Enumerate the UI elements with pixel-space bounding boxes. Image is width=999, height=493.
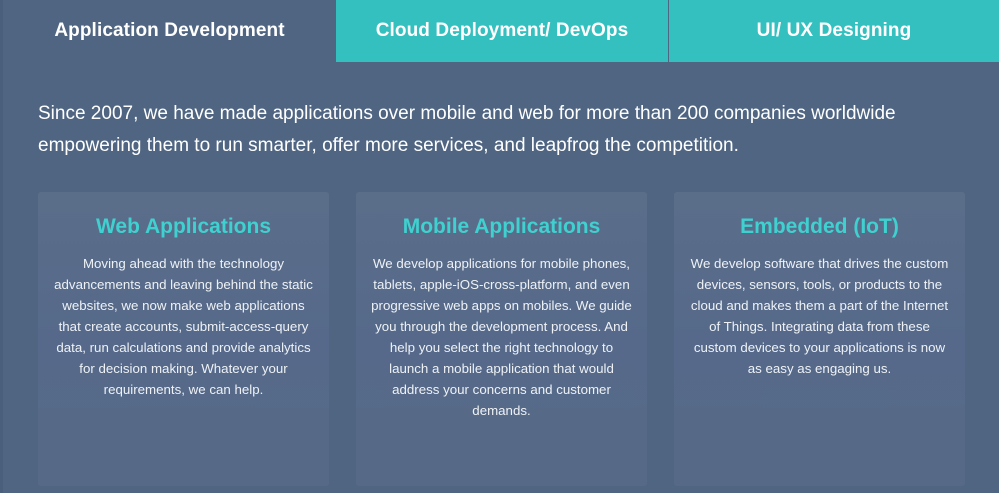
card-embedded-iot: Embedded (IoT) We develop software that … xyxy=(674,192,965,486)
card-description: We develop applications for mobile phone… xyxy=(371,256,632,418)
intro-paragraph: Since 2007, we have made applications ov… xyxy=(38,103,896,156)
left-edge-divider xyxy=(0,0,3,493)
card-description: Moving ahead with the technology advance… xyxy=(54,256,313,397)
card-title: Web Applications xyxy=(95,215,271,238)
card-title: Mobile Applications xyxy=(402,215,601,238)
card-mobile-applications: Mobile Applications We develop applicati… xyxy=(356,192,647,486)
card-web-applications: Web Applications Moving ahead with the t… xyxy=(38,192,329,486)
service-cards: Web Applications Moving ahead with the t… xyxy=(38,192,966,486)
tab-ui-ux-designing[interactable]: UI/ UX Designing xyxy=(669,0,999,62)
tab-cloud-deployment-devops[interactable]: Cloud Deployment/ DevOps xyxy=(336,0,669,62)
card-description: We develop software that drives the cust… xyxy=(690,256,949,376)
service-tabs: Application Development Cloud Deployment… xyxy=(3,0,999,62)
card-title: Embedded (IoT) xyxy=(740,215,899,238)
tab-application-development[interactable]: Application Development xyxy=(3,0,336,62)
